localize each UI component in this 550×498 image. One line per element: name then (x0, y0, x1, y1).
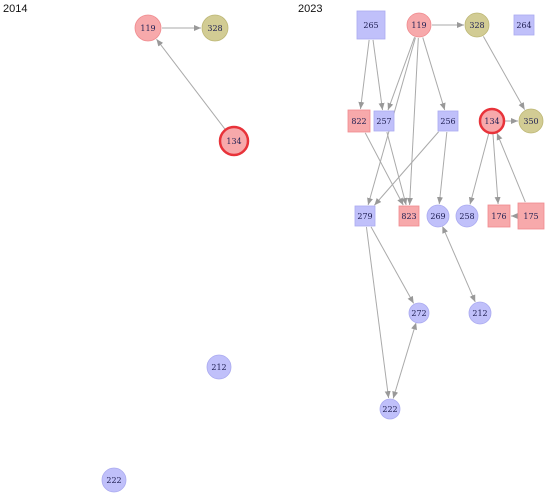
edge-2023-257-to-823 (386, 131, 408, 206)
node-shape (478, 107, 506, 135)
edge-2023-119-to-823 (406, 37, 419, 206)
node-2023-350: 350 (518, 108, 544, 134)
node-shape (468, 301, 492, 325)
node-label: 258 (459, 212, 474, 221)
node-2023-258: 258 (455, 204, 479, 228)
node-label: 328 (207, 24, 222, 33)
node-shape (356, 10, 386, 40)
node-label: 176 (491, 212, 506, 221)
node-shape (513, 14, 535, 36)
node-label: 134 (484, 117, 499, 126)
node-shape (408, 302, 430, 324)
node-label: 222 (106, 476, 121, 485)
node-shape (398, 205, 420, 227)
node-2023-256: 256 (437, 110, 459, 132)
edge-2023-272-to-222 (392, 322, 417, 399)
node-label: 265 (363, 21, 378, 30)
node-shape (354, 205, 376, 227)
node-shape (517, 202, 545, 230)
node-shape (406, 12, 432, 38)
node-shape (134, 14, 162, 42)
node-2023-222: 222 (379, 398, 401, 420)
edge-2023-279-to-222 (365, 226, 391, 399)
node-shape (206, 354, 232, 380)
node-2023-823: 823 (398, 205, 420, 227)
node-2023-269: 269 (426, 204, 450, 228)
node-shape (464, 12, 490, 38)
node-2014-328: 328 (201, 14, 229, 42)
node-label: 134 (226, 137, 241, 146)
node-2023-176: 176 (487, 204, 511, 228)
node-label: 212 (472, 309, 487, 318)
edge-2023-328-to-350 (482, 36, 526, 110)
node-label: 257 (376, 117, 391, 126)
node-label: 350 (523, 117, 538, 126)
edge-2023-134-to-176 (492, 133, 501, 205)
node-2014-222: 222 (101, 467, 127, 493)
edge-2023-269-to-212 (442, 226, 476, 303)
node-label: 822 (351, 117, 366, 126)
node-2023-328: 328 (464, 12, 490, 38)
node-shape (347, 109, 371, 133)
edge-2014-134-to-119 (156, 38, 226, 130)
edge-2023-265-to-257 (372, 39, 385, 111)
node-label: 269 (430, 212, 445, 221)
node-label: 119 (140, 24, 155, 33)
node-2023-212: 212 (468, 301, 492, 325)
edge-2023-265-to-822 (358, 39, 370, 110)
node-2023-175: 175 (517, 202, 545, 230)
node-2014-134: 134 (218, 125, 250, 157)
node-2023-134: 134 (478, 107, 506, 135)
node-2023-119: 119 (406, 12, 432, 38)
node-2023-822: 822 (347, 109, 371, 133)
node-2023-265: 265 (356, 10, 386, 40)
node-label: 175 (523, 212, 538, 221)
node-shape (518, 108, 544, 134)
node-shape (455, 204, 479, 228)
node-2014-119: 119 (134, 14, 162, 42)
edge-2023-279-to-272 (370, 226, 415, 304)
nodes-layer: 119 328 134 212 222 265 119 328 264 822 257 256 134 3… (101, 10, 545, 493)
node-label: 264 (516, 21, 531, 30)
node-shape (218, 125, 250, 157)
node-shape (101, 467, 127, 493)
edge-2023-119-to-257 (387, 37, 416, 111)
node-shape (487, 204, 511, 228)
node-2023-264: 264 (513, 14, 535, 36)
edge-2023-256-to-279 (374, 131, 439, 206)
node-shape (373, 110, 395, 132)
node-shape (437, 110, 459, 132)
edge-2023-822-to-823 (364, 132, 404, 206)
node-shape (379, 398, 401, 420)
panel-title-2023: 2023 (298, 3, 323, 15)
edge-2023-134-to-258 (468, 133, 490, 205)
node-label: 823 (401, 212, 416, 221)
node-2023-257: 257 (373, 110, 395, 132)
node-label: 272 (411, 309, 426, 318)
node-label: 279 (357, 212, 372, 221)
edge-2023-175-to-134 (496, 132, 526, 203)
node-2014-212: 212 (206, 354, 232, 380)
edge-2023-119-to-256 (422, 37, 446, 111)
edge-2023-256-to-269 (437, 131, 448, 205)
node-label: 212 (211, 363, 226, 372)
node-label: 256 (440, 117, 455, 126)
node-label: 222 (382, 405, 397, 414)
node-shape (201, 14, 229, 42)
node-label: 328 (469, 21, 484, 30)
node-shape (426, 204, 450, 228)
node-label: 119 (411, 21, 426, 30)
node-2023-279: 279 (354, 205, 376, 227)
node-2023-272: 272 (408, 302, 430, 324)
panel-title-2014: 2014 (3, 3, 28, 15)
